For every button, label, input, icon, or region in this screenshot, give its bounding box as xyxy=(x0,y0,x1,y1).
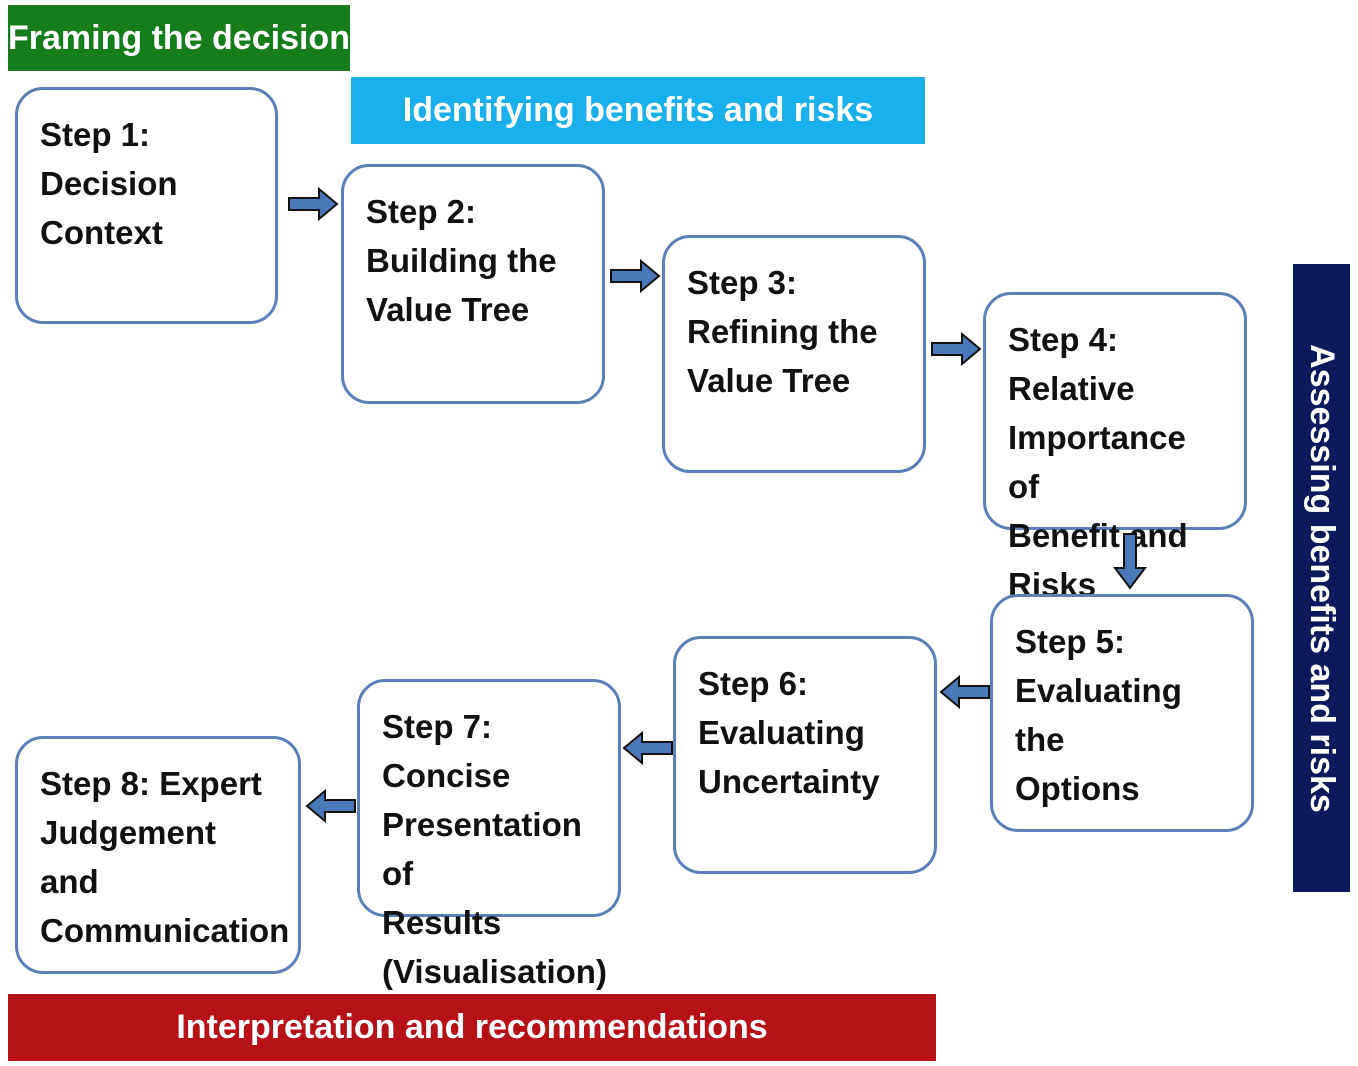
arrow-step3-to-step4-icon xyxy=(931,331,982,367)
step-5-line-3: Options xyxy=(1015,770,1140,807)
step-8-line-2: Judgement and xyxy=(40,814,217,900)
step-2-label: Step 2: Building the Value Tree xyxy=(366,187,584,334)
step-7-label: Step 7: Concise Presentation of Results … xyxy=(382,702,607,996)
arrow-step5-to-step6-icon xyxy=(939,674,990,710)
step-6-line-2: Evaluating xyxy=(698,714,865,751)
step-5-line-2: Evaluating the xyxy=(1015,672,1182,758)
step-4-line-3: Benefit and xyxy=(1008,517,1188,554)
step-5-label: Step 5: Evaluating the Options xyxy=(1015,617,1233,813)
step-1-label: Step 1: Decision Context xyxy=(40,110,257,257)
step-2-line-2: Building the xyxy=(366,242,557,279)
step-8-line-3: Communication xyxy=(40,912,290,949)
step-1-box: Step 1: Decision Context xyxy=(15,87,278,324)
step-6-line-1: Step 6: xyxy=(698,665,809,702)
arrow-step2-to-step3-icon xyxy=(610,258,661,294)
step-1-line-3: Context xyxy=(40,214,163,251)
banner-assessing-label: Assessing benefits and risks xyxy=(1303,343,1342,813)
arrow-right-shape xyxy=(610,258,661,294)
step-2-line-3: Value Tree xyxy=(366,291,530,328)
arrow-down-shape xyxy=(1113,533,1147,590)
arrow-left-shape xyxy=(939,674,990,710)
step-1-line-2: Decision xyxy=(40,165,178,202)
step-6-line-3: Uncertainty xyxy=(698,763,880,800)
step-2-line-1: Step 2: xyxy=(366,193,477,230)
step-7-line-3: Results xyxy=(382,904,502,941)
banner-interpretation-and-recommendations: Interpretation and recommendations xyxy=(8,994,936,1061)
step-3-label: Step 3: Refining the Value Tree xyxy=(687,258,905,405)
arrow-left-shape xyxy=(305,788,356,824)
step-4-line-2: Importance of xyxy=(1008,419,1186,505)
banner-framing-the-decision: Framing the decision xyxy=(8,5,350,71)
step-7-line-1: Step 7: Concise xyxy=(382,708,511,794)
step-3-box: Step 3: Refining the Value Tree xyxy=(662,235,926,473)
step-2-box: Step 2: Building the Value Tree xyxy=(341,164,605,404)
arrow-step4-to-step5-icon xyxy=(1113,533,1147,590)
step-4-line-1: Step 4: Relative xyxy=(1008,321,1135,407)
step-5-line-1: Step 5: xyxy=(1015,623,1126,660)
arrow-right-shape xyxy=(931,331,982,367)
arrow-right-shape xyxy=(288,186,339,222)
banner-identifying-benefits-and-risks: Identifying benefits and risks xyxy=(351,77,925,144)
step-7-line-4: (Visualisation) xyxy=(382,953,607,990)
banner-assessing-benefits-and-risks: Assessing benefits and risks xyxy=(1293,264,1350,892)
arrow-step6-to-step7-icon xyxy=(622,730,673,766)
step-8-box: Step 8: Expert Judgement and Communicati… xyxy=(15,736,301,974)
arrow-step7-to-step8-icon xyxy=(305,788,356,824)
step-3-line-3: Value Tree xyxy=(687,362,851,399)
step-4-box: Step 4: Relative Importance of Benefit a… xyxy=(983,292,1247,603)
step-1-line-1: Step 1: xyxy=(40,116,151,153)
step-6-label: Step 6: Evaluating Uncertainty xyxy=(698,659,916,806)
step-4-label: Step 4: Relative Importance of Benefit a… xyxy=(1008,315,1226,609)
step-3-line-2: Refining the xyxy=(687,313,878,350)
arrow-left-shape xyxy=(622,730,673,766)
step-7-box: Step 7: Concise Presentation of Results … xyxy=(357,679,621,990)
step-5-box: Step 5: Evaluating the Options xyxy=(990,594,1254,832)
arrow-step1-to-step2-icon xyxy=(288,186,339,222)
step-8-line-1: Step 8: Expert xyxy=(40,765,262,802)
step-7-line-2: Presentation of xyxy=(382,806,582,892)
step-3-line-1: Step 3: xyxy=(687,264,798,301)
step-6-box: Step 6: Evaluating Uncertainty xyxy=(673,636,937,874)
step-8-label: Step 8: Expert Judgement and Communicati… xyxy=(40,759,290,955)
